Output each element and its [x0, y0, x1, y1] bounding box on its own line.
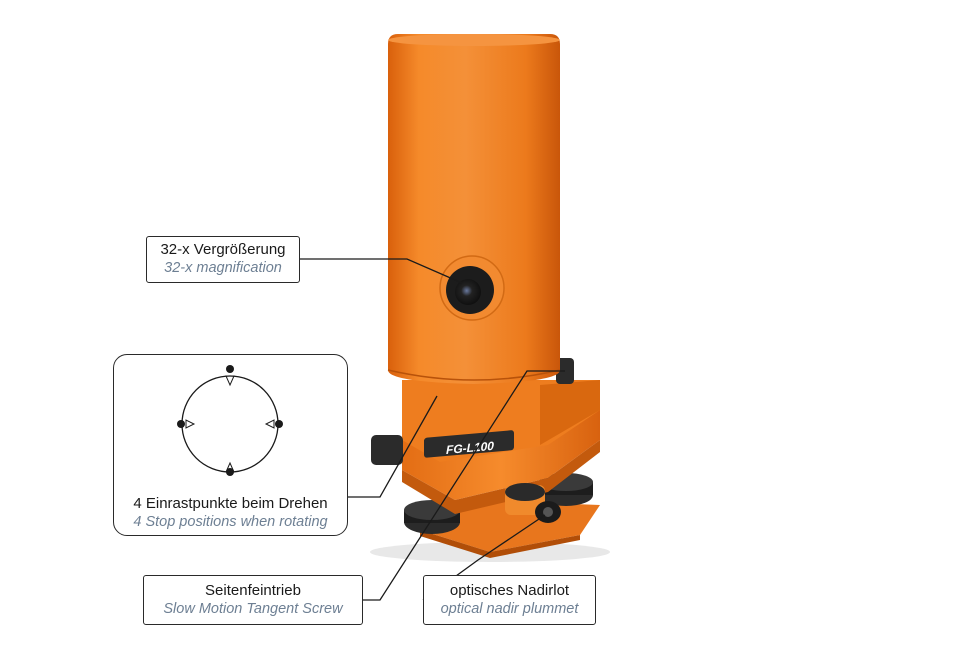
callout-tangent-screw-de: Seitenfeintrieb — [205, 582, 301, 599]
stop-dot-top — [226, 365, 234, 373]
telescope-eyepiece — [439, 255, 505, 321]
stop-arrow-left — [185, 419, 196, 429]
callout-magnification: 32-x Vergrößerung 32-x magnification — [146, 236, 300, 283]
callout-tangent-screw-en: Slow Motion Tangent Screw — [163, 601, 343, 617]
callout-nadir-plummet-de: optisches Nadirlot — [449, 582, 570, 599]
callout-magnification-de: 32-x Vergrößerung — [160, 241, 286, 258]
callout-stop-positions: 4 Einrastpunkte beim Drehen 4 Stop posit… — [113, 354, 348, 536]
stop-arrow-right — [264, 419, 275, 429]
callout-stop-positions-en: 4 Stop positions when rotating — [133, 514, 328, 530]
stop-dot-right — [275, 420, 283, 428]
stop-dot-left — [177, 420, 185, 428]
stop-arrow-top — [225, 375, 235, 387]
stop-arrow-bottom — [225, 461, 235, 473]
callout-nadir-plummet-en: optical nadir plummet — [440, 601, 579, 617]
callout-tangent-screw: Seitenfeintrieb Slow Motion Tangent Scre… — [143, 575, 363, 625]
stop-positions-diagram — [177, 365, 283, 476]
callout-stop-positions-de: 4 Einrastpunkte beim Drehen — [133, 495, 328, 512]
callout-magnification-en: 32-x magnification — [164, 260, 282, 276]
callout-nadir-plummet: optisches Nadirlot optical nadir plummet — [423, 575, 596, 625]
